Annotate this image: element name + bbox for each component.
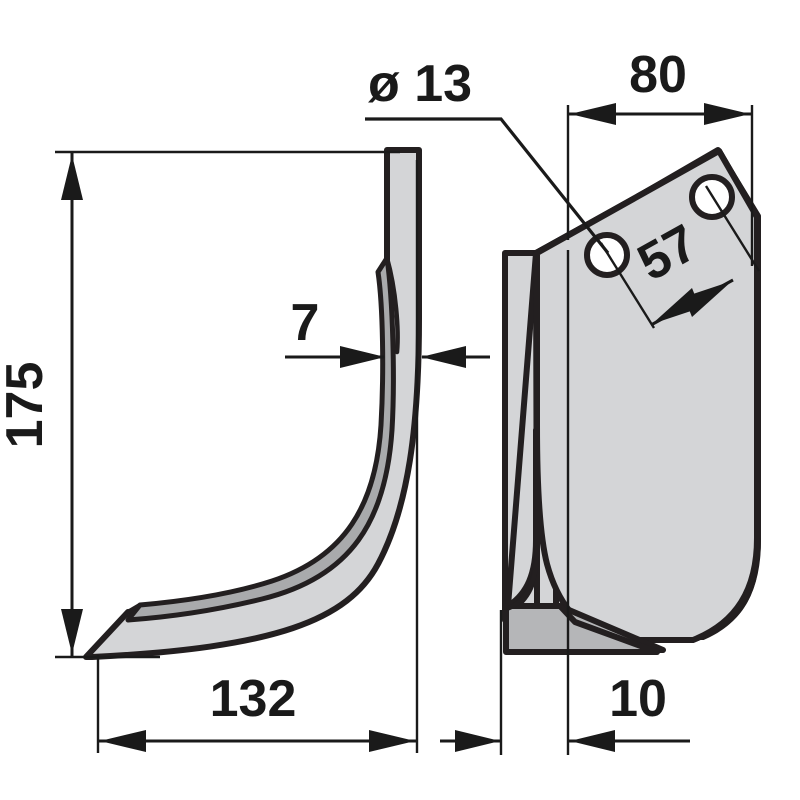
arrow-80-left	[570, 103, 616, 125]
ext-line-57-from-right-hole	[704, 185, 761, 272]
side-view-blade-inner-band	[125, 255, 396, 623]
dimension-label-132: 132	[210, 670, 297, 728]
side-view	[83, 147, 422, 660]
arrow-7-left	[340, 346, 385, 368]
dimension-10: 10	[440, 250, 690, 755]
arrow-175-top	[61, 155, 83, 200]
front-view	[502, 147, 761, 655]
arrow-175-bottom	[61, 609, 83, 654]
dimension-hole-diameter: ø 13	[365, 55, 610, 254]
dimension-label-80: 80	[629, 46, 687, 104]
arrow-10-left	[455, 730, 500, 752]
arrow-57-upper	[684, 281, 732, 317]
side-view-tip-chamfer	[125, 602, 143, 615]
dimension-175: 175	[0, 150, 400, 659]
side-view-blade-outer	[83, 147, 422, 660]
dimension-132: 132	[96, 160, 419, 753]
leader-line-hole	[365, 117, 610, 254]
dimension-7: 7	[285, 294, 490, 368]
arrow-80-right	[704, 103, 750, 125]
dimension-label-hole-diameter: ø 13	[368, 55, 472, 113]
dimension-label-7: 7	[291, 294, 320, 352]
front-view-silhouette-final	[506, 148, 760, 643]
arrow-132-left	[100, 730, 146, 752]
arrow-132-right	[369, 730, 415, 752]
mounting-hole-left	[584, 232, 630, 278]
dimension-label-10: 10	[609, 670, 667, 728]
dimension-label-175: 175	[0, 362, 54, 449]
side-view-upper-fillet	[384, 255, 400, 355]
arrow-7-right	[421, 346, 466, 368]
ext-line-57-from-left-hole	[599, 242, 656, 329]
arrow-10-right	[570, 730, 615, 752]
front-view-foot-fillet	[506, 545, 540, 611]
dimension-80: 80	[566, 46, 754, 266]
